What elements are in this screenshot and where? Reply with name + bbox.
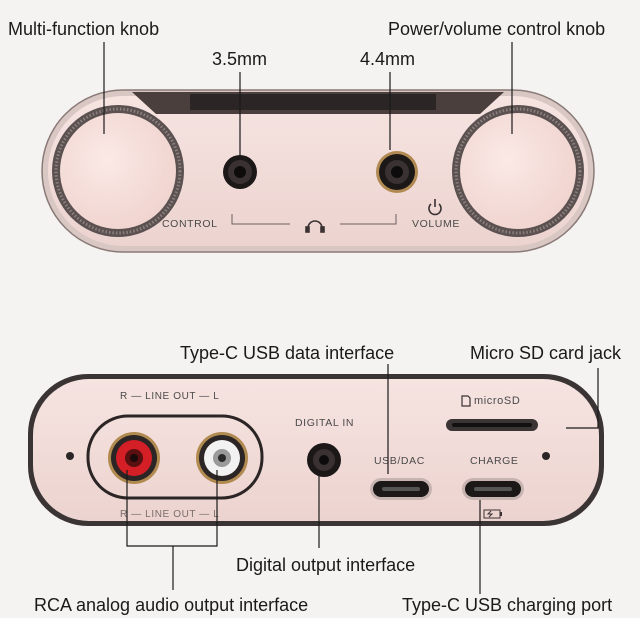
front-panel-device bbox=[41, 89, 595, 253]
callout-rca-output: RCA analog audio output interface bbox=[34, 595, 309, 615]
headphone-icon bbox=[305, 220, 325, 233]
line-out-top-label: R — LINE OUT — L bbox=[120, 391, 220, 402]
rca-right-red[interactable] bbox=[108, 432, 160, 484]
microsd-slot[interactable] bbox=[446, 419, 538, 431]
screw-left bbox=[66, 452, 74, 460]
microsd-label: microSD bbox=[474, 395, 521, 407]
jack-4-4mm[interactable] bbox=[376, 151, 418, 193]
callout-usb-data: Type-C USB data interface bbox=[180, 343, 395, 363]
usb-dac-label: USB/DAC bbox=[374, 455, 425, 467]
charge-label: CHARGE bbox=[470, 455, 519, 467]
screw-right bbox=[542, 452, 550, 460]
power-icon bbox=[428, 199, 442, 216]
callout-multi-function-knob: Multi-function knob bbox=[8, 19, 160, 39]
callout-microsd-jack: Micro SD card jack bbox=[470, 343, 622, 363]
multi-function-knob[interactable] bbox=[52, 105, 184, 237]
callout-usb-charging: Type-C USB charging port bbox=[402, 595, 613, 615]
digital-in-label: DIGITAL IN bbox=[295, 417, 355, 429]
sd-card-icon bbox=[461, 395, 471, 407]
callout-power-volume-knob: Power/volume control knob bbox=[388, 19, 606, 39]
usb-charge-port[interactable] bbox=[462, 478, 524, 500]
callout-jack-4-4mm: 4.4mm bbox=[360, 49, 416, 69]
jack-3-5mm[interactable] bbox=[223, 155, 257, 189]
digital-in-jack[interactable] bbox=[307, 443, 341, 477]
rca-left-white[interactable] bbox=[196, 432, 248, 484]
volume-label: VOLUME bbox=[412, 218, 460, 230]
battery-charging-icon bbox=[483, 509, 502, 519]
callout-jack-3-5mm: 3.5mm bbox=[212, 49, 268, 69]
callout-digital-output: Digital output interface bbox=[236, 555, 416, 575]
power-volume-knob[interactable] bbox=[452, 105, 584, 237]
line-out-bottom-label: R — LINE OUT — L bbox=[120, 509, 220, 520]
usb-dac-port[interactable] bbox=[370, 478, 432, 500]
control-label: CONTROL bbox=[162, 218, 218, 230]
